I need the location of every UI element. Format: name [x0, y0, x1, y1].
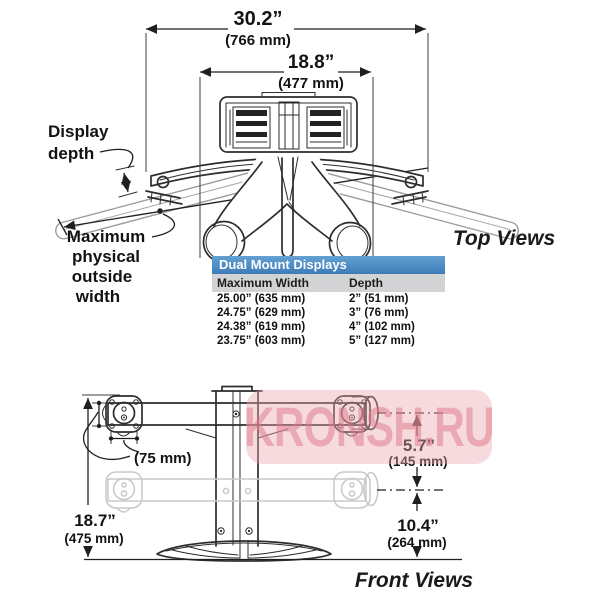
dim-lift-mm: (145 mm) [388, 454, 447, 469]
dim-lift-in: 5.7” [403, 436, 435, 455]
cell-max-width: 25.00” (635 mm) [217, 293, 306, 305]
col-header-depth: Depth [349, 276, 383, 290]
label-display-depth-1: Display [48, 122, 109, 141]
dim-base-height: 10.4” (264 mm) [387, 492, 447, 558]
dim-total-width-in: 30.2” [234, 8, 283, 30]
table-row: 23.75” (603 mm) 5” (127 mm) [212, 334, 445, 348]
column-holes [217, 527, 253, 535]
table-column-headers: Maximum Width Depth [212, 274, 445, 292]
dim-height-mm: (475 mm) [64, 531, 123, 546]
cell-depth: 4” (102 mm) [349, 321, 415, 333]
extension-lines [145, 33, 429, 258]
dim-height: 18.7” (475 mm) [64, 394, 462, 561]
dim-vesa-mm: (75 mm) [134, 450, 192, 467]
dim-height-in: 18.7” [74, 511, 116, 530]
dim-lift: 5.7” (145 mm) [377, 412, 448, 491]
dim-base-height-mm: (264 mm) [387, 535, 446, 550]
label-max-width-4: width [75, 287, 120, 306]
cell-max-width: 24.75” (629 mm) [217, 307, 306, 319]
top-view: 30.2” (766 mm) 18.8” (477 mm) Display de… [48, 8, 555, 306]
cell-max-width: 24.38” (619 mm) [217, 321, 306, 333]
cell-max-width: 23.75” (603 mm) [217, 335, 306, 347]
dual-mount-displays-table: Dual Mount Displays Maximum Width Depth … [212, 256, 445, 348]
end-mount-right [391, 175, 429, 206]
mount-arm [107, 402, 367, 439]
dim-total-width: 30.2” (766 mm) [145, 8, 427, 49]
vesa-plate-left [102, 395, 143, 437]
label-max-width-3: outside [72, 267, 132, 286]
front-view: 18.7” (475 mm) (75 mm) 5.7” (145 mm) [64, 385, 473, 592]
top-views-caption: Top Views [453, 227, 555, 250]
vesa-plate-right [333, 395, 379, 437]
base-yoke [202, 156, 372, 265]
display-depth-dim: Display depth [48, 122, 138, 198]
table-row: 24.38” (619 mm) 4” (102 mm) [212, 320, 445, 334]
label-display-depth-2: depth [48, 144, 94, 163]
label-max-width-1: Maximum [67, 227, 145, 246]
dim-mount-width-in: 18.8” [288, 52, 334, 73]
ghost-arm-lowered [105, 471, 379, 513]
stand-column [211, 385, 263, 547]
stand-base [156, 540, 332, 562]
table-row: 25.00” (635 mm) 2” (51 mm) [212, 292, 445, 306]
dim-mount-width: 18.8” (477 mm) [199, 52, 372, 92]
cell-depth: 2” (51 mm) [349, 293, 409, 305]
col-header-max-width: Maximum Width [217, 276, 309, 290]
dim-total-width-mm: (766 mm) [225, 32, 291, 49]
label-max-width-2: physical [72, 247, 140, 266]
table-row: 24.75” (629 mm) 3” (76 mm) [212, 306, 445, 320]
cell-depth: 3” (76 mm) [349, 307, 409, 319]
cell-depth: 5” (127 mm) [349, 335, 415, 347]
center-bracket [219, 92, 358, 153]
front-views-caption: Front Views [355, 569, 473, 592]
max-width-label: Maximum physical outside width [67, 213, 175, 306]
table-title: Dual Mount Displays [212, 256, 445, 274]
dim-vesa: (75 mm) [83, 400, 192, 467]
dim-mount-width-mm: (477 mm) [278, 75, 344, 92]
end-mount-left [145, 175, 183, 206]
dim-base-height-in: 10.4” [397, 516, 439, 535]
